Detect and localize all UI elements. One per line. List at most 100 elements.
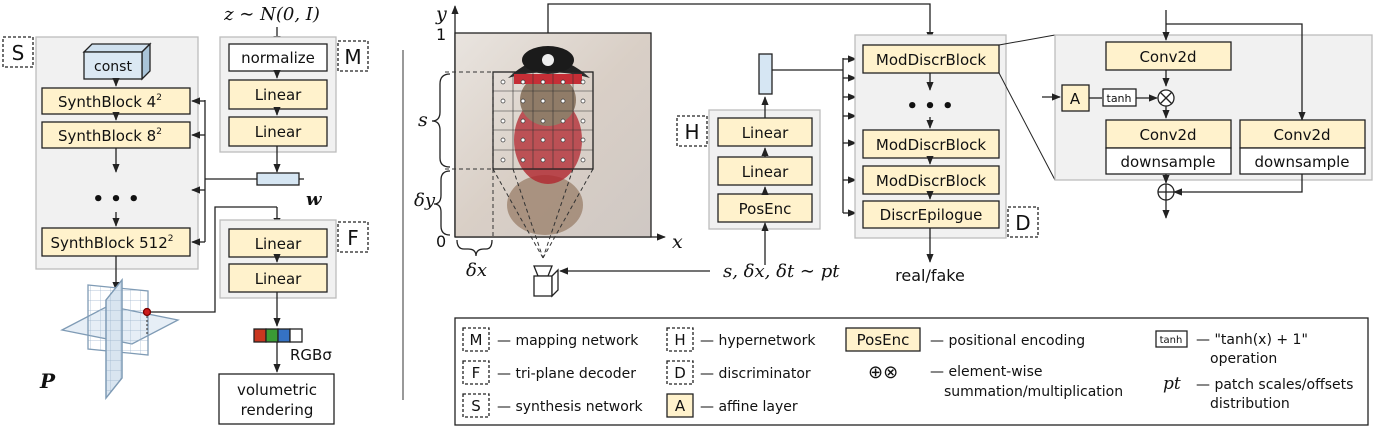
hypernet-linear-2-label: Linear	[742, 163, 789, 181]
mod-discr-block-1	[862, 44, 1000, 74]
legend-key-f	[462, 360, 490, 385]
mapping-linear-2	[228, 116, 328, 147]
mod-down-right-label: downsample	[1254, 153, 1349, 171]
discriminator-ellipsis: • • •	[906, 96, 953, 117]
mod-discr-block-2	[862, 129, 1000, 159]
legend-key-tanh	[1155, 330, 1188, 348]
mod-conv-left	[1105, 119, 1232, 149]
offset-x-label: δx	[466, 260, 487, 281]
legend-key-m-label: M	[470, 331, 483, 349]
hypernetwork-tag	[676, 115, 708, 147]
mod-down-right	[1239, 147, 1366, 175]
mod-down-left	[1105, 147, 1232, 175]
synthblock-4-label: SynthBlock 42	[58, 93, 162, 111]
legend-desc-d: — discriminator	[700, 366, 811, 382]
legend-key-m	[462, 327, 490, 352]
volumetric-rendering-block	[218, 373, 335, 425]
legend-desc-m: — mapping network	[497, 333, 639, 349]
camera-icon	[533, 265, 559, 298]
legend-key-posenc-label: PosEnc	[857, 331, 910, 349]
hypernet-posenc-label: PosEnc	[739, 200, 792, 218]
legend-desc-pt: — patch scales/offsets	[1196, 377, 1353, 393]
legend-key-d-label: D	[674, 364, 686, 382]
legend-key-a	[666, 393, 694, 418]
legend-desc-tanh-2: operation	[1210, 351, 1277, 367]
rgb-sigma-label: RGBσ	[290, 346, 332, 364]
synthesis-tag	[2, 36, 34, 68]
discr-epilogue	[862, 200, 1000, 229]
legend-desc-h: — hypernetwork	[700, 333, 816, 349]
legend-desc-posenc: — positional encoding	[930, 333, 1085, 349]
mod-discr-block-3	[862, 165, 1000, 195]
mod-affine-label: A	[1070, 90, 1081, 108]
scale-label: s	[418, 109, 428, 131]
hypernet-linear-1	[717, 117, 813, 147]
sample-point-icon	[142, 307, 152, 317]
mapping-linear-1	[228, 79, 328, 110]
legend-key-pt: pt	[1163, 374, 1181, 394]
decoder-linear-2	[228, 263, 328, 293]
normalize-label: normalize	[241, 49, 315, 67]
multiply-icon	[1157, 89, 1175, 107]
synthblock-8	[41, 121, 191, 149]
render-label-2: rendering	[241, 401, 314, 419]
synthblock-8-label: SynthBlock 82	[58, 127, 162, 145]
const-cube-icon	[82, 42, 152, 81]
legend-key-h	[666, 327, 694, 352]
sample-distribution-label: s, δx, δt ∼ pt	[723, 261, 840, 282]
triplane-icon	[60, 278, 180, 400]
hyper-output-vector	[758, 53, 773, 95]
normalize-block	[228, 43, 328, 72]
w-label: w	[306, 189, 323, 210]
mod-conv-top	[1105, 41, 1232, 71]
decoder-linear-1	[228, 228, 328, 258]
const-label: const	[94, 59, 132, 75]
mod-conv-right	[1239, 119, 1366, 149]
noise-label: z ∼ N(0, I)	[223, 4, 320, 25]
mod-conv-left-label: Conv2d	[1139, 126, 1196, 144]
synthesis-tag-label: S	[12, 41, 25, 65]
offset-y-label: δy	[414, 190, 436, 211]
x-axis-label: x	[672, 231, 683, 253]
legend-desc-tanh: — "tanh(x) + 1"	[1196, 332, 1308, 348]
mapping-linear-2-label: Linear	[255, 123, 302, 141]
tick-one: 1	[436, 25, 446, 44]
offset-x-brace	[456, 239, 493, 257]
tick-zero: 0	[436, 232, 446, 251]
synthesis-ellipsis: • • •	[92, 189, 139, 210]
render-label-1: volumetric	[237, 381, 317, 399]
decoder-linear-1-label: Linear	[255, 235, 302, 253]
hypernet-linear-1-label: Linear	[742, 124, 789, 142]
sum-icon	[1157, 183, 1175, 201]
decoder-linear-2-label: Linear	[255, 270, 302, 288]
offset-y-brace	[433, 170, 451, 236]
legend-desc-pt-2: distribution	[1210, 396, 1290, 412]
rgb-sigma-strip	[253, 328, 303, 343]
discr-epilogue-label: DiscrEpilogue	[880, 206, 983, 224]
mapping-linear-1-label: Linear	[255, 86, 302, 104]
decoder-tag-label: F	[347, 226, 359, 250]
synthblock-512	[41, 227, 191, 257]
mod-discr-block-2-label: ModDiscrBlock	[876, 136, 986, 154]
discriminator-tag-label: D	[1015, 211, 1030, 235]
hypernetwork-tag-label: H	[684, 120, 699, 144]
decoder-tag	[337, 221, 369, 253]
mod-conv-right-label: Conv2d	[1273, 126, 1330, 144]
y-axis-label: y	[435, 3, 447, 25]
mod-discr-block-1-label: ModDiscrBlock	[876, 51, 986, 69]
legend-desc-a: — affine layer	[700, 399, 798, 415]
w-vector	[256, 172, 300, 186]
mod-discr-block-3-label: ModDiscrBlock	[876, 172, 986, 190]
scale-brace	[431, 73, 451, 168]
discriminator-tag	[1007, 206, 1039, 238]
legend-desc-ops: — element-wise	[930, 364, 1042, 380]
legend-desc-ops-2: summation/multiplication	[944, 384, 1123, 400]
legend-key-posenc	[845, 327, 921, 352]
legend-key-s-label: S	[471, 397, 481, 415]
legend-key-a-label: A	[675, 397, 686, 415]
legend-key-d	[666, 360, 694, 385]
mapping-tag	[337, 40, 369, 72]
mapping-tag-label: M	[344, 45, 361, 69]
real-fake-label: real/fake	[895, 266, 965, 285]
